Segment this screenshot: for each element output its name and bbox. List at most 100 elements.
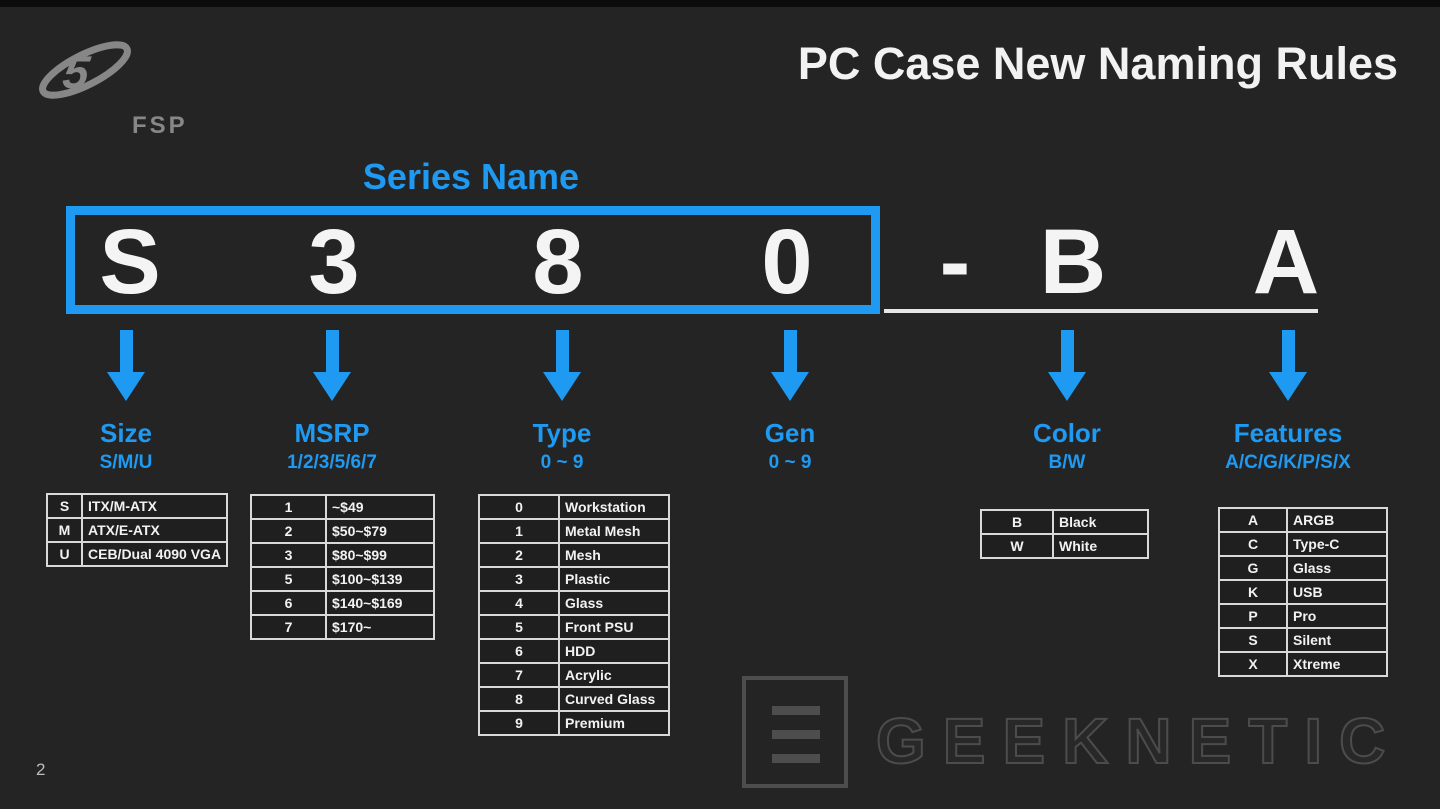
meaning-cell: White: [1052, 533, 1149, 559]
code-cell: 1: [250, 494, 327, 520]
segment-features: Features A/C/G/K/P/S/X: [1168, 330, 1408, 474]
code-cell: K: [1218, 579, 1288, 605]
down-arrow-icon: [771, 330, 809, 402]
segment-range: 0 ~ 9: [768, 452, 812, 473]
down-arrow-icon: [1269, 330, 1307, 402]
down-arrow-icon: [543, 330, 581, 402]
meaning-cell: Mesh: [558, 542, 670, 568]
table-row: 3$80~$99: [250, 542, 435, 568]
table-row: 7$170~: [250, 614, 435, 640]
code-cell: 7: [250, 614, 327, 640]
segment-name: Type: [532, 418, 592, 448]
code-cell: 6: [478, 638, 560, 664]
code-cell: 0: [478, 494, 560, 520]
code-char-features: A: [1252, 211, 1320, 313]
segment-range: 1/2/3/5/6/7: [287, 452, 377, 473]
table-row: 2$50~$79: [250, 518, 435, 544]
meaning-cell: Workstation: [558, 494, 670, 520]
fsp-swoosh-icon: 5: [39, 41, 131, 99]
code-char-type: 8: [532, 211, 584, 313]
segment-range: S/M/U: [99, 452, 153, 473]
code-char-size: S: [99, 211, 161, 313]
letterbox-bar: [0, 0, 1440, 7]
meaning-cell: $170~: [325, 614, 435, 640]
code-cell: M: [46, 517, 83, 543]
meaning-cell: Metal Mesh: [558, 518, 670, 544]
meaning-cell: Front PSU: [558, 614, 670, 640]
segment-size: Size S/M/U: [6, 330, 246, 474]
table-row: 5$100~$139: [250, 566, 435, 592]
code-cell: 9: [478, 710, 560, 736]
meaning-cell: ARGB: [1286, 507, 1388, 533]
meaning-cell: Silent: [1286, 627, 1388, 653]
code-char-msrp: 3: [308, 211, 360, 313]
code-cell: 3: [250, 542, 327, 568]
code-cell: U: [46, 541, 83, 567]
series-name-label: Series Name: [362, 156, 580, 197]
code-cell: B: [980, 509, 1054, 535]
segment-range: A/C/G/K/P/S/X: [1225, 452, 1351, 473]
naming-code-box: [66, 206, 880, 314]
segment-name: Size: [99, 418, 153, 448]
code-cell: 4: [478, 590, 560, 616]
code-cell: W: [980, 533, 1054, 559]
segment-color: Color B/W: [947, 330, 1187, 474]
code-cell: 8: [478, 686, 560, 712]
code-cell: P: [1218, 603, 1288, 629]
code-cell: 5: [250, 566, 327, 592]
meaning-cell: Pro: [1286, 603, 1388, 629]
svg-text:5: 5: [60, 46, 94, 98]
code-cell: G: [1218, 555, 1288, 581]
segment-name: Features: [1233, 418, 1343, 448]
meaning-cell: $100~$139: [325, 566, 435, 592]
segment-range: 0 ~ 9: [540, 452, 584, 473]
down-arrow-icon: [107, 330, 145, 402]
code-cell: S: [46, 493, 83, 519]
geeknetic-watermark: GEEKNETIC: [742, 672, 1440, 802]
code-cell: 6: [250, 590, 327, 616]
meaning-cell: ATX/E-ATX: [80, 517, 229, 543]
code-char-color: B: [1039, 211, 1107, 313]
segment-name: Color: [1033, 418, 1101, 448]
segment-type: Type 0 ~ 9: [442, 330, 682, 474]
code-cell: 5: [478, 614, 560, 640]
page-title: PC Case New Naming Rules: [797, 38, 1398, 89]
meaning-cell: HDD: [558, 638, 670, 664]
code-cell: 2: [478, 542, 560, 568]
geeknetic-logo-icon: [742, 676, 848, 788]
meaning-cell: Premium: [558, 710, 670, 736]
page-number: 2: [36, 760, 46, 779]
code-separator: -: [939, 211, 971, 313]
code-cell: A: [1218, 507, 1288, 533]
segment-name: MSRP: [294, 418, 370, 448]
down-arrow-icon: [1048, 330, 1086, 402]
segment-name: Gen: [764, 418, 816, 448]
meaning-cell: Acrylic: [558, 662, 670, 688]
geeknetic-watermark-text: GEEKNETIC: [875, 704, 1403, 778]
meaning-cell: Glass: [1286, 555, 1388, 581]
segment-msrp: MSRP 1/2/3/5/6/7: [212, 330, 452, 474]
table-row: 1~$49: [250, 494, 435, 520]
segment-gen: Gen 0 ~ 9: [670, 330, 910, 474]
code-cell: X: [1218, 651, 1288, 677]
